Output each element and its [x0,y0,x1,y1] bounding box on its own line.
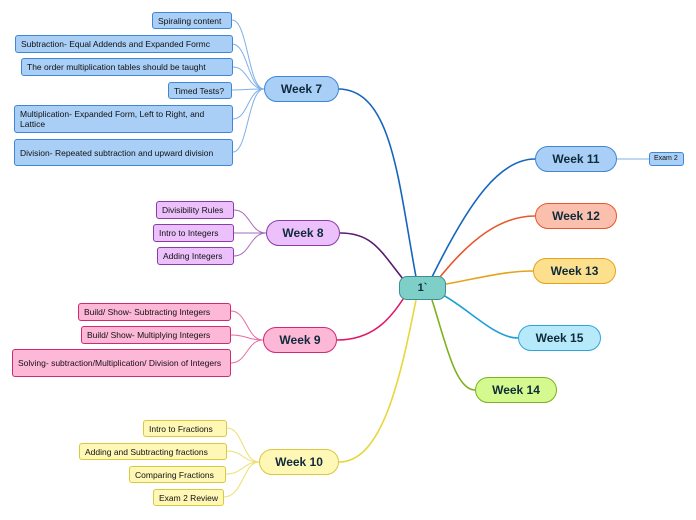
link-week11 [431,158,536,278]
link-week12 [439,215,536,278]
week-15-label: Week 15 [535,331,584,345]
week-7-topic[interactable]: Multiplication- Expanded Form, Left to R… [14,105,233,133]
link-week13 [445,270,534,285]
week-7-label: Week 7 [280,82,323,96]
link-week9 [336,295,406,341]
week-9-topic[interactable]: Build/ Show- Subtracting Integers [78,303,231,321]
week-7-topic[interactable]: Spiraling content [152,12,232,29]
week-8-node[interactable]: Week 8 [266,220,340,246]
link-w7-leaf-3 [232,66,265,90]
week-12-node[interactable]: Week 12 [535,203,617,229]
week-13-label: Week 13 [550,264,599,278]
week-8-topic[interactable]: Divisibility Rules [156,201,234,219]
week-9-topic-label: Build/ Show- Subtracting Integers [84,307,211,317]
week-11-topic[interactable]: Exam 2 [649,152,684,166]
link-w10-leaf-4 [223,461,260,498]
week-12-label: Week 12 [552,209,600,223]
week-10-topic-label: Intro to Fractions [149,423,213,434]
week-8-label: Week 8 [282,226,324,240]
week-7-topic-label: Subtraction- Equal Addends and Expanded … [21,39,211,49]
link-week8 [339,232,404,280]
week-14-node[interactable]: Week 14 [475,377,557,403]
link-week10 [338,299,417,463]
link-w9-leaf-2 [230,334,264,341]
link-w7-leaf-2 [231,43,265,90]
week-10-node[interactable]: Week 10 [259,449,339,475]
week-8-topic-label: Intro to Integers [159,228,219,238]
week-9-label: Week 9 [279,333,321,347]
link-w10-leaf-2 [226,450,260,463]
link-w9-leaf-1 [230,310,264,341]
week-10-label: Week 10 [275,455,323,469]
link-w8-leaf-3 [233,232,267,257]
link-week14 [431,299,476,391]
link-w10-leaf-1 [226,427,260,463]
week-7-topic-label: Division- Repeated subtraction and upwar… [20,147,214,158]
week-10-topic[interactable]: Comparing Fractions [129,466,226,483]
week-14-label: Week 14 [492,383,540,397]
week-9-node[interactable]: Week 9 [263,327,337,353]
link-week7 [337,88,417,278]
week-7-topic-label: Timed Tests? [174,85,225,96]
week-7-topic-label: Multiplication- Expanded Form, Left to R… [20,109,205,129]
week-9-topic-label: Solving- subtraction/Multiplication/ Div… [18,358,222,368]
week-11-label: Week 11 [552,152,600,166]
central-node[interactable]: 1` [399,276,446,300]
week-8-topic-label: Adding Integers [163,251,223,261]
week-9-topic-label: Build/ Show- Multiplying Integers [87,330,211,340]
week-7-topic[interactable]: Division- Repeated subtraction and upwar… [14,139,233,166]
link-w8-leaf-1 [233,209,267,234]
week-15-node[interactable]: Week 15 [518,325,601,351]
week-10-topic[interactable]: Adding and Subtracting fractions [79,443,227,460]
week-9-topic[interactable]: Build/ Show- Multiplying Integers [81,326,231,344]
week-7-topic[interactable]: Subtraction- Equal Addends and Expanded … [15,35,233,53]
link-w7-leaf-1 [231,19,265,90]
week-10-topic-label: Comparing Fractions [135,469,214,480]
week-10-topic-label: Exam 2 Review [159,492,219,503]
week-7-topic-label: The order multiplication tables should b… [27,62,206,72]
week-7-topic-label: Spiraling content [158,15,222,26]
week-10-topic-label: Adding and Subtracting fractions [85,446,208,457]
week-8-topic[interactable]: Adding Integers [157,247,234,265]
link-week15 [442,294,519,339]
week-7-topic[interactable]: The order multiplication tables should b… [21,58,233,76]
week-10-topic[interactable]: Exam 2 Review [153,489,224,506]
week-11-node[interactable]: Week 11 [535,146,617,172]
link-w7-leaf-4 [231,88,265,91]
link-w9-leaf-3 [230,339,264,364]
week-10-topic[interactable]: Intro to Fractions [143,420,227,437]
week-7-node[interactable]: Week 7 [264,76,339,102]
week-13-node[interactable]: Week 13 [533,258,616,284]
central-node-label: 1` [417,282,428,294]
week-8-topic-label: Divisibility Rules [162,205,224,215]
week-11-topic-label: Exam 2 [654,155,678,162]
week-8-topic[interactable]: Intro to Integers [153,224,234,242]
link-w7-leaf-5 [232,88,265,120]
link-w7-leaf-6 [232,88,265,153]
week-7-topic[interactable]: Timed Tests? [168,82,232,99]
week-9-topic[interactable]: Solving- subtraction/Multiplication/ Div… [12,349,231,377]
